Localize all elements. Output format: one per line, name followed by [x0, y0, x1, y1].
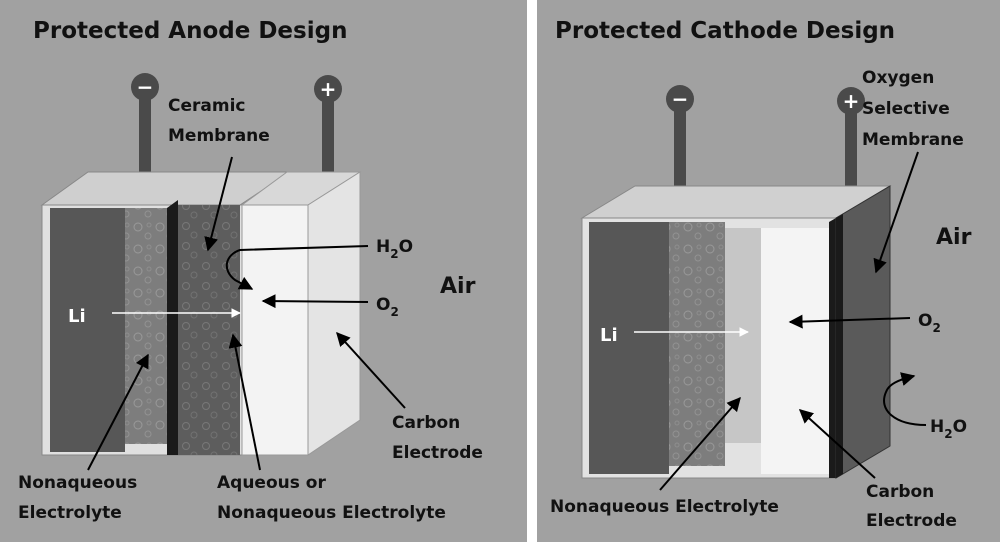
electrolyte-gap [725, 228, 761, 443]
ceramic-label-line1: Ceramic [168, 96, 245, 116]
cathode-lithium-anode [589, 222, 669, 474]
ceramic-membrane [167, 200, 178, 455]
positive-terminal: + [314, 75, 342, 176]
nonaqueous-label-line2: Electrolyte [18, 503, 122, 523]
plus-icon: + [843, 89, 860, 113]
svg-text:H2O: H2O [376, 237, 413, 261]
cathode-nonaqueous-electrolyte [669, 222, 725, 466]
carbon-label-line1: Carbon [392, 413, 460, 433]
nonaqueous-label-line1: Nonaqueous [18, 473, 137, 493]
o2-label: O2 [376, 295, 399, 319]
cathode-panel: Protected Cathode Design − + Oxygen Sele… [537, 0, 1000, 542]
anode-air-label: Air [440, 274, 476, 299]
aqueous-arrow [228, 333, 261, 471]
cathode-positive-terminal: + [837, 87, 865, 188]
cathode-carbon-label-line2: Electrode [866, 511, 957, 531]
carbon-label-line2: Electrode [392, 443, 483, 463]
h2o-label: H2O [376, 237, 413, 261]
oxygen-label-line2: Selective [862, 99, 950, 119]
aqueous-label-line2: Nonaqueous Electrolyte [217, 503, 446, 523]
plus-icon: + [320, 77, 337, 101]
svg-text:H2O: H2O [930, 417, 967, 441]
cathode-h2o-arrow [883, 372, 927, 426]
cathode-nonaqueous-arrow [659, 396, 741, 491]
oxygen-label-line1: Oxygen [862, 68, 934, 88]
lithium-anode [50, 208, 125, 452]
minus-icon: − [672, 87, 689, 111]
cathode-negative-terminal: − [666, 85, 694, 188]
h2o-arrow [225, 245, 369, 290]
cathode-o2-arrow [788, 314, 911, 329]
cathode-carbon-arrow [798, 409, 876, 479]
ceramic-label-line2: Membrane [168, 126, 270, 146]
cathode-h2o-label: H2O [930, 417, 967, 441]
cathode-air-label: Air [936, 225, 972, 250]
ceramic-arrow [204, 156, 233, 252]
svg-text:O2: O2 [376, 295, 399, 319]
cathode-o2-label: O2 [918, 311, 941, 335]
oxygen-label-line3: Membrane [862, 130, 964, 150]
cathode-nonaqueous-label: Nonaqueous Electrolyte [550, 497, 779, 517]
minus-icon: − [137, 75, 154, 99]
negative-terminal: − [131, 73, 159, 175]
oxygen-arrow [873, 151, 919, 274]
panel-divider [527, 0, 537, 542]
oxygen-selective-membrane [829, 218, 836, 478]
aqueous-label-line1: Aqueous or [217, 473, 326, 493]
anode-li-label: Li [68, 306, 86, 327]
cathode-li-label: Li [600, 325, 618, 346]
svg-text:O2: O2 [918, 311, 941, 335]
nonaqueous-electrolyte-region [125, 208, 167, 444]
anode-panel: Protected Anode Design − + Cer [0, 0, 527, 542]
cathode-panel-title: Protected Cathode Design [555, 18, 895, 44]
cathode-carbon-label-line1: Carbon [866, 482, 934, 502]
carbon-electrode-block [240, 171, 362, 456]
anode-panel-title: Protected Anode Design [33, 18, 347, 44]
carbon-arrow [336, 331, 406, 409]
o2-arrow [261, 294, 369, 309]
nonaqueous-arrow [87, 353, 149, 471]
cathode-carbon-electrode [761, 228, 829, 474]
